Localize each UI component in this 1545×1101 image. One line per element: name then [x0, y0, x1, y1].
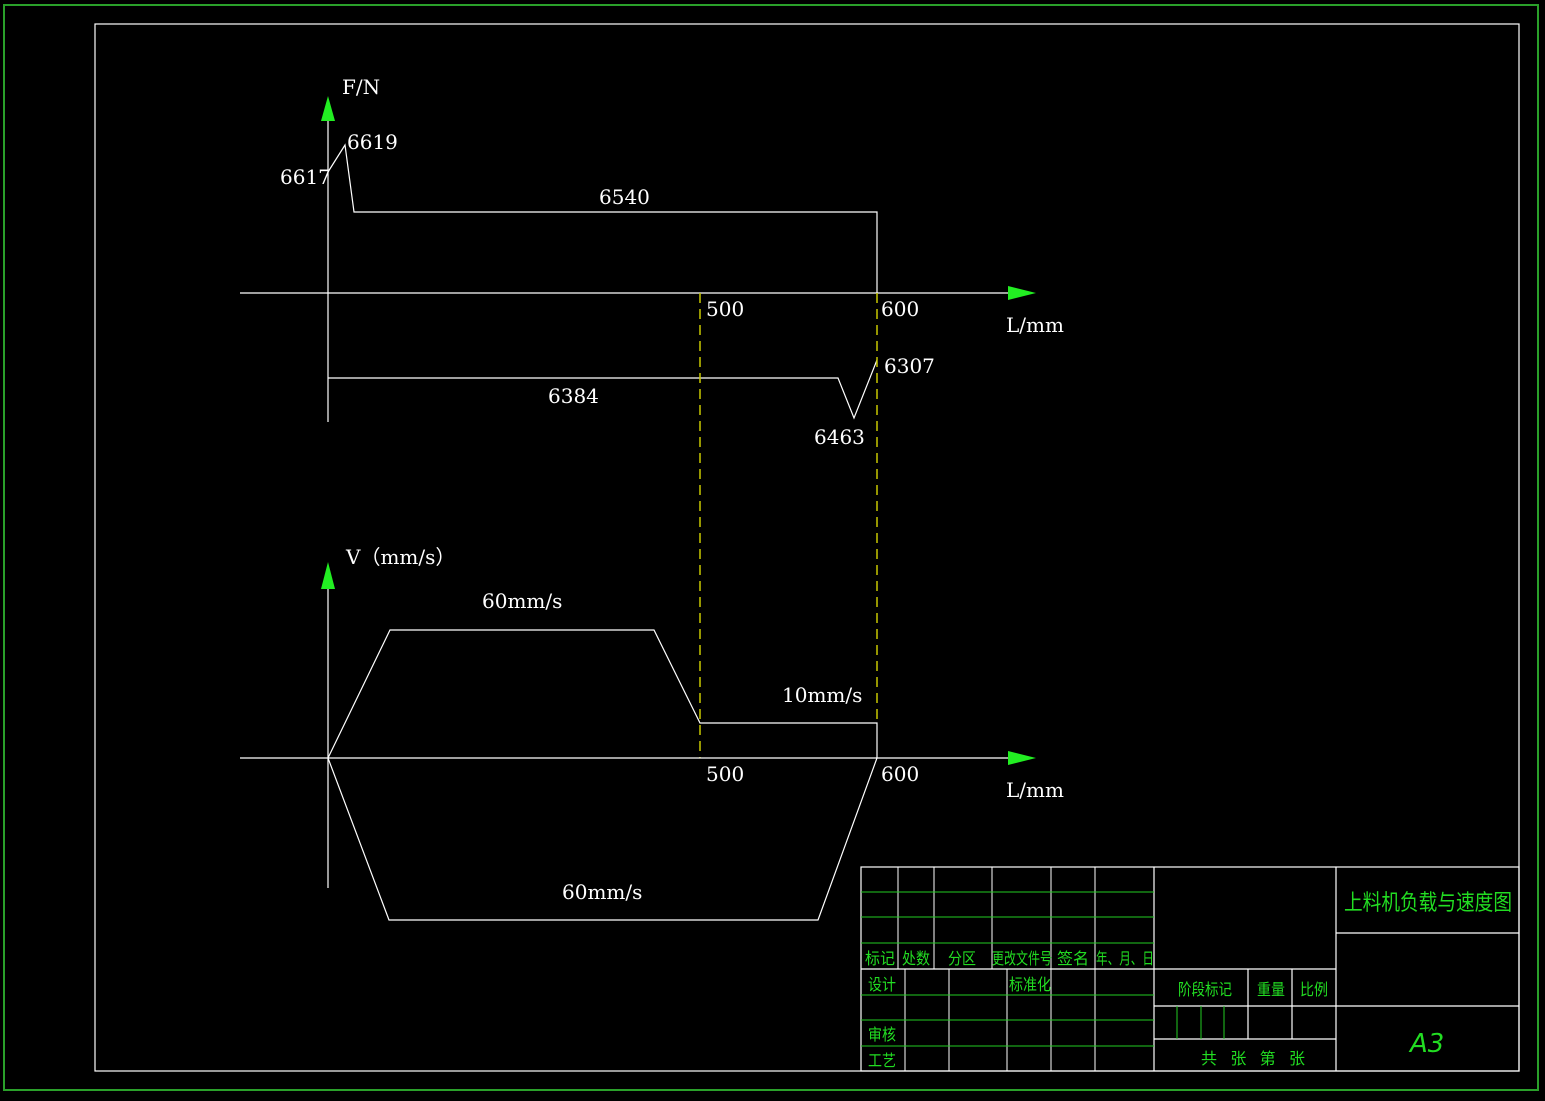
force-return-dip-value: 6463 [814, 425, 865, 449]
force-tick-500: 500 [706, 297, 744, 321]
title-block: 上料机负载与速度图 A3 标记 处数 分区 更改文件号 签名 年、月、日 设计 … [860, 866, 1520, 1072]
velocity-tick-500: 500 [706, 762, 744, 786]
force-x-arrow-icon [1008, 286, 1036, 300]
velocity-x-label: L/mm [1006, 778, 1064, 802]
velocity-return-curve [327, 757, 878, 921]
label-date: 年、月、日 [1096, 949, 1154, 968]
velocity-tick-600: 600 [881, 762, 919, 786]
force-y-label: F/N [342, 75, 380, 99]
force-y-arrow-icon [321, 96, 335, 121]
label-standardize: 标准化 [1009, 975, 1051, 994]
label-zone: 分区 [948, 949, 976, 968]
label-process: 工艺 [868, 1051, 896, 1070]
label-scale: 比例 [1300, 980, 1328, 999]
force-forward-curve [327, 143, 878, 293]
force-tick-600: 600 [881, 297, 919, 321]
velocity-chart: V（mm/s） 60mm/s 10mm/s 500 600 L/mm 60mm/… [240, 545, 1064, 921]
label-doc: 更改文件号 [992, 949, 1052, 968]
inner-frame [94, 23, 1520, 1072]
force-steady-value: 6540 [599, 185, 650, 209]
force-start-value: 6617 [280, 165, 331, 189]
force-return-end-value: 6307 [884, 354, 935, 378]
velocity-x-arrow-icon [1008, 751, 1036, 765]
velocity-return-fast: 60mm/s [562, 880, 642, 904]
force-peak-value: 6619 [347, 130, 398, 154]
label-sign: 签名 [1057, 949, 1089, 968]
force-chart: F/N 6617 6619 6540 500 600 L/mm 6307 638… [240, 75, 1064, 449]
label-stage-mark: 阶段标记 [1178, 980, 1232, 999]
drawing-title: 上料机负载与速度图 [1344, 891, 1512, 916]
velocity-forward-slow: 10mm/s [782, 683, 862, 707]
label-sheets: 共 张 第 张 [1201, 1049, 1305, 1068]
force-return-steady-value: 6384 [548, 384, 599, 408]
force-return-curve [328, 359, 878, 420]
label-mark: 标记 [865, 949, 895, 968]
sheet-size: A3 [1408, 1029, 1444, 1059]
velocity-y-arrow-icon [321, 562, 335, 589]
velocity-forward-curve [327, 629, 878, 759]
label-design: 设计 [868, 975, 896, 994]
outer-frame [3, 4, 1539, 1091]
velocity-y-label: V（mm/s） [345, 545, 455, 569]
label-count: 处数 [902, 949, 930, 968]
velocity-forward-fast: 60mm/s [482, 589, 562, 613]
force-x-label: L/mm [1006, 313, 1064, 337]
label-review: 审核 [868, 1025, 896, 1044]
label-weight: 重量 [1257, 980, 1285, 999]
